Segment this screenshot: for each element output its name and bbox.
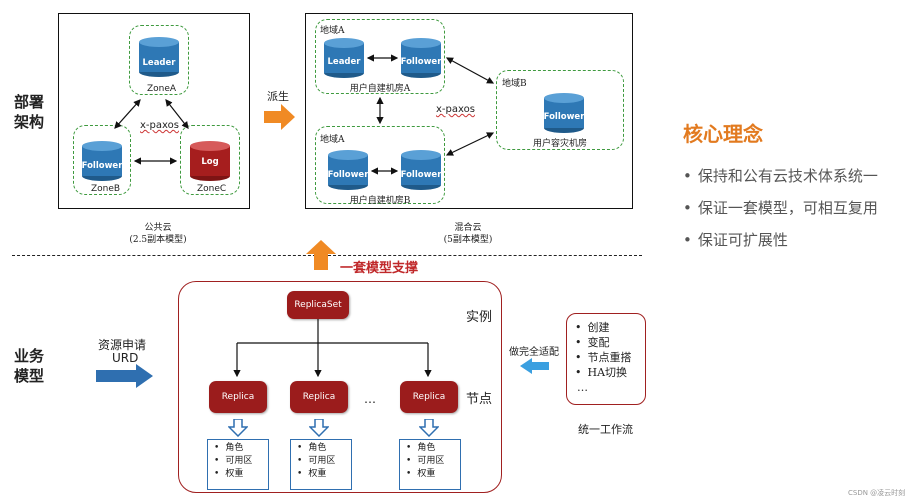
attr-zone: 可用区 [214,455,268,468]
public-cloud-caption-sub: (2.5副本模型) [129,235,187,245]
zone-b-label: ZoneB [91,184,121,194]
attr-weight: 权重 [297,468,351,481]
city-a-top-label: 地域A [320,26,345,36]
attr-role: 角色 [214,442,268,455]
log-text: Log [201,157,219,167]
zone-b-group [73,125,131,195]
zone-c-group [180,125,240,195]
workflow-item-resize: •变配 [575,336,610,349]
core-item-2: •保证一套模型，可相互复用 [683,199,878,217]
workflow-item-ha: •HA切换 [575,366,628,379]
hybrid-follower-top-text: Follower [400,57,442,67]
room-b-label: 用户自建机房B [349,196,411,206]
hybrid-leader-cylinder [324,38,364,78]
adapt-label: 做完全适配 [509,347,559,358]
workflow-item-more: … [577,381,588,394]
workflow-item-rebuild: •节点重搭 [575,351,632,364]
hybrid-follower-top-cylinder [401,38,441,78]
support-label: 一套模型支撑 [340,261,419,276]
attr-zone: 可用区 [406,455,460,468]
replica-box-3: Replica [400,381,458,413]
urd-arrow-icon [96,364,153,388]
replicaset-tree-lines [233,319,432,378]
down-arrow-icon-3 [419,419,439,437]
replica-box-2: Replica [290,381,348,413]
city-a-bottom-label: 地域A [320,135,345,145]
resource-request-label: 资源申请 [98,338,147,352]
node-label: 节点 [466,392,493,407]
workflow-item-create: •创建 [575,321,610,334]
room-a-label: 用户自建机房A [349,84,411,94]
watermark: CSDN @凌云时刻 [848,489,906,497]
hybrid-follower-dr-cylinder [544,93,584,133]
hybrid-follower-dr-text: Follower [543,112,585,122]
hybrid-follower-b2-cylinder [401,150,441,190]
city-b-label: 地域B [502,79,527,89]
hybrid-cloud-caption: 混合云 [454,223,482,233]
core-item-3: •保证可扩展性 [683,231,788,249]
down-arrow-icon-2 [309,419,329,437]
down-arrow-icon-1 [228,419,248,437]
replica-attrs-2: 角色 可用区 权重 [290,439,352,490]
public-xpaxos-label: x-paxos [140,120,179,131]
business-model-label: 业务 模型 [14,347,45,385]
deploy-arch-label: 部署 架构 [14,93,45,131]
attr-weight: 权重 [406,468,460,481]
business-model-frame [178,281,502,493]
replica-ellipsis: … [364,392,376,406]
workflow-caption: 统一工作流 [578,423,633,436]
core-title: 核心理念 [683,122,763,146]
zone-c-label: ZoneC [197,184,227,194]
room-dr-label: 用户容灾机房 [532,139,587,149]
replica-box-1: Replica [209,381,267,413]
attr-weight: 权重 [214,468,268,481]
derive-label: 派生 [267,90,289,103]
public-cloud-caption: 公共云 [144,223,172,233]
room-b-group [315,126,445,204]
hybrid-leader-text: Leader [327,57,361,67]
core-item-1: •保持和公有云技术体系统一 [683,167,878,185]
hybrid-follower-b1-cylinder [328,150,368,190]
instance-label: 实例 [466,310,493,325]
hybrid-follower-b1-text: Follower [327,170,369,180]
replica-attrs-3: 角色 可用区 权重 [399,439,461,490]
hybrid-cloud-arrows [366,54,495,175]
hybrid-xpaxos-label: x-paxos [436,104,475,115]
hybrid-cloud-caption-sub: (5副本模型) [443,235,493,245]
derive-arrow-icon [264,104,295,130]
attr-role: 角色 [297,442,351,455]
log-cylinder [190,141,230,181]
urd-label: URD [112,351,139,365]
zone-a-group [129,25,189,95]
follower-text: Follower [81,161,123,171]
workflow-box: •创建 •变配 •节点重搭 •HA切换 … [566,313,646,405]
zone-a-label: ZoneA [147,84,177,94]
support-arrow-icon [306,240,336,270]
follower-cylinder [82,141,122,181]
hybrid-follower-b2-text: Follower [400,170,442,180]
replicaset-box: ReplicaSet [287,291,349,319]
adapt-arrow-icon [520,358,549,374]
attr-role: 角色 [406,442,460,455]
room-a-group [315,19,445,94]
replica-attrs-1: 角色 可用区 权重 [207,439,269,490]
leader-text: Leader [142,58,176,68]
public-cloud-arrows [114,99,189,165]
leader-cylinder [139,37,179,77]
room-dr-group [496,70,624,150]
attr-zone: 可用区 [297,455,351,468]
